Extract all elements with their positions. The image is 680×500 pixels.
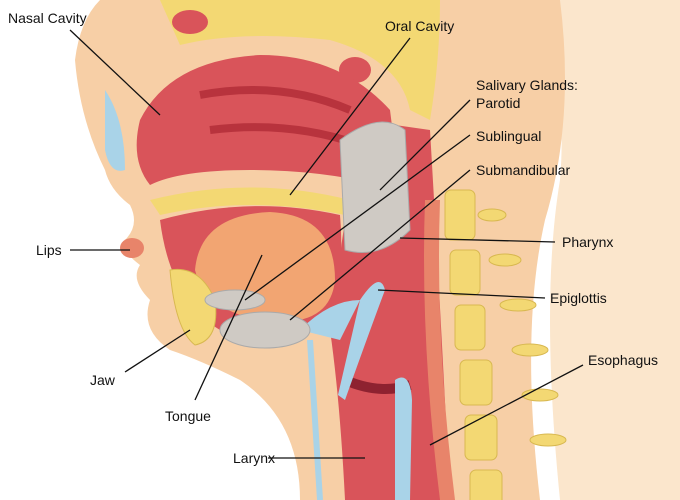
- label-oral-cavity: Oral Cavity: [385, 18, 455, 34]
- sinus: [172, 10, 208, 34]
- label-nasal-cavity: Nasal Cavity: [8, 10, 87, 26]
- label-sublingual: Sublingual: [476, 128, 542, 144]
- label-submandibular: Submandibular: [476, 162, 571, 178]
- nasal-cavity-shape: [136, 55, 400, 190]
- parotid-gland: [339, 121, 411, 253]
- submandibular-gland: [219, 311, 311, 349]
- nose-cartilage: [105, 90, 125, 171]
- back-skin: [520, 0, 680, 500]
- hyoid: [300, 300, 360, 340]
- skull-bone: [160, 0, 440, 120]
- label-jaw: Jaw: [90, 372, 115, 388]
- label-pharynx: Pharynx: [562, 234, 614, 250]
- sublingual-gland: [204, 289, 266, 311]
- palate: [150, 187, 350, 215]
- leader-lines: [69, 29, 584, 459]
- label-salivary-glands: Salivary Glands:: [476, 77, 578, 93]
- label-esophagus: Esophagus: [588, 352, 659, 368]
- label-lips: Lips: [36, 242, 62, 258]
- label-tongue: Tongue: [165, 408, 211, 424]
- label-parotid: Parotid: [476, 95, 521, 111]
- label-epiglottis: Epiglottis: [550, 290, 607, 306]
- jaw-bone: [169, 268, 217, 346]
- lip: [120, 238, 144, 258]
- vertebrae: [444, 189, 567, 500]
- label-larynx: Larynx: [233, 450, 276, 466]
- epiglottis-shape: [338, 282, 385, 400]
- larynx-cartilage: [395, 377, 412, 500]
- spinal-cord: [424, 200, 455, 500]
